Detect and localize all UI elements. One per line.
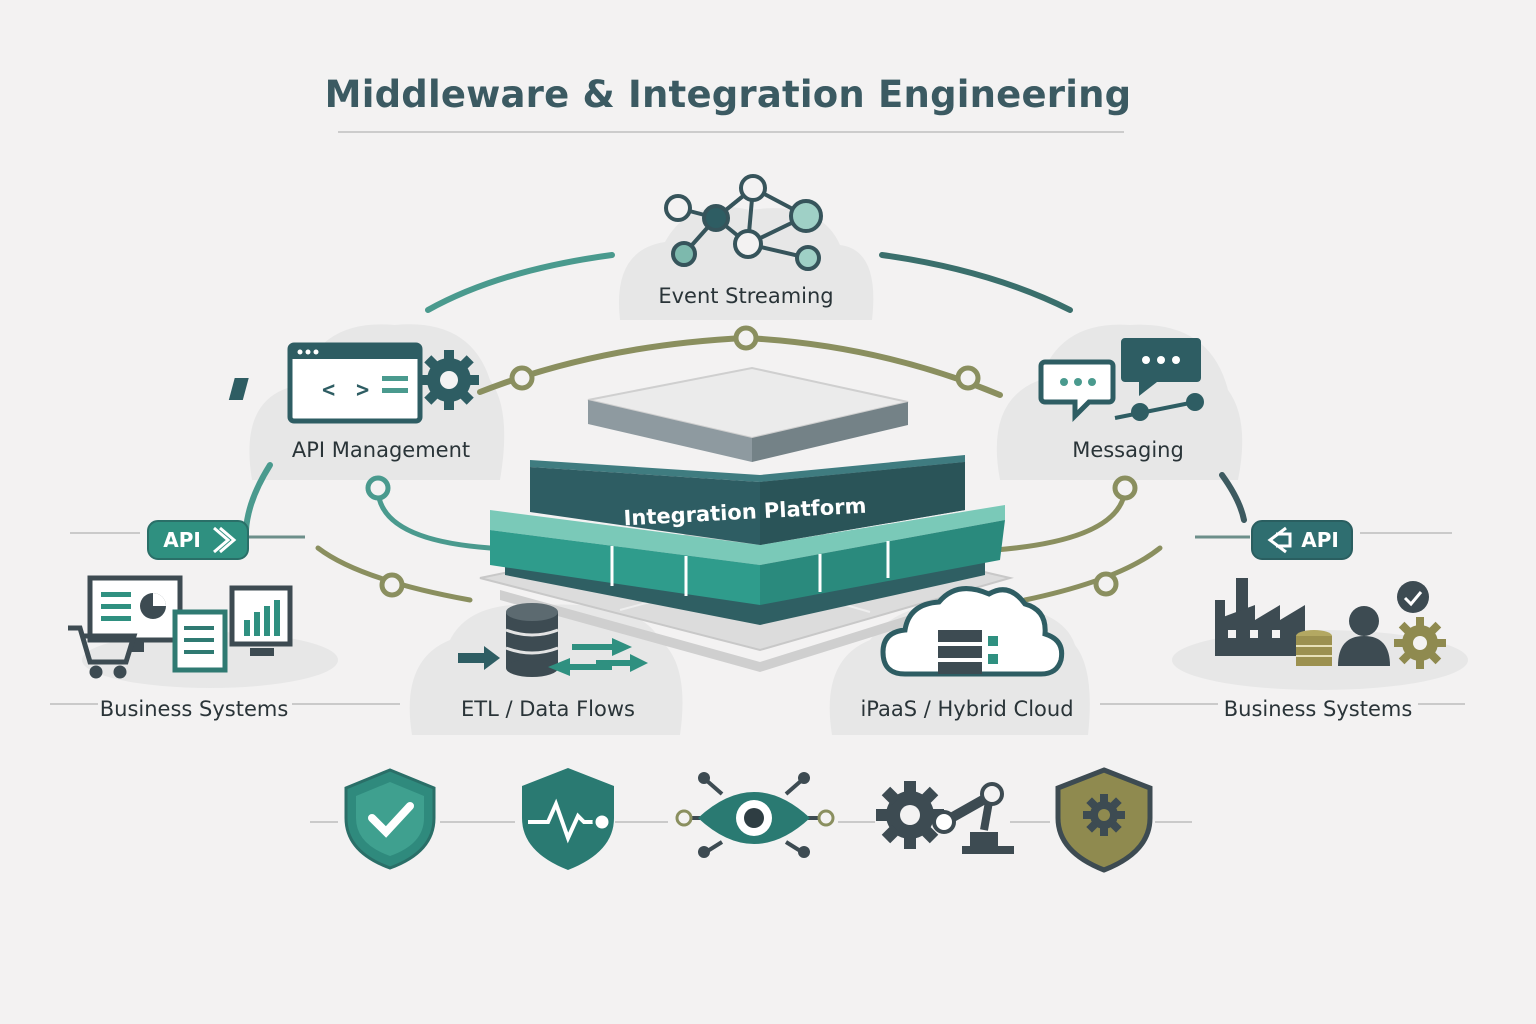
- user-icon: [1338, 606, 1390, 666]
- eye-network-icon: [675, 772, 835, 858]
- rule-lines: [50, 532, 1465, 823]
- messaging-label: Messaging: [1072, 438, 1184, 462]
- svg-text:<: <: [322, 378, 335, 403]
- etl-icon: [458, 603, 648, 677]
- event-streaming-icon: [664, 174, 823, 271]
- check-bubble-icon: [1397, 581, 1429, 613]
- arrow-right-icon: [213, 526, 237, 554]
- api-badge-right-bg: [1251, 520, 1353, 560]
- messaging-icon: [1038, 338, 1204, 423]
- cloud-event-streaming: [618, 206, 874, 320]
- gear-robot-arm-icon: [876, 781, 1014, 854]
- api-management-icon: < >: [228, 342, 479, 424]
- business-systems-left-label: Business Systems: [99, 697, 289, 721]
- shopping-cart-icon: [68, 625, 138, 679]
- svg-text:>: >: [356, 378, 369, 403]
- ipaas-cloud-icon: [880, 586, 1065, 677]
- database-icon: [505, 603, 559, 677]
- api-badge-right: API: [1301, 528, 1339, 552]
- arrow-out-icon: [548, 638, 648, 676]
- platform-main-top: [530, 455, 965, 482]
- api-badge-left: API: [163, 528, 201, 552]
- arrow-left-icon: [1267, 526, 1292, 554]
- inner-ring-nodes: [509, 325, 981, 391]
- event-streaming-label: Event Streaming: [658, 284, 834, 308]
- business-systems-left-icon: [68, 575, 293, 679]
- database-coins-icon: [1296, 630, 1332, 666]
- platform-teal-band-top: [490, 505, 1005, 565]
- ipaas-label: iPaaS / Hybrid Cloud: [860, 697, 1074, 721]
- factory-icon: [1215, 578, 1305, 656]
- business-systems-right-label: Business Systems: [1223, 697, 1413, 721]
- platform-teal-band-front-left: [490, 530, 760, 605]
- shield-gear-icon: [1055, 767, 1153, 873]
- shield-check-icon: [344, 768, 436, 870]
- etl-label: ETL / Data Flows: [461, 697, 635, 721]
- business-systems-right-icon: [1215, 578, 1446, 669]
- platform-bottom-layer: [505, 560, 985, 625]
- page-title: Middleware & Integration Engineering: [324, 73, 1132, 116]
- arrow-in-icon: [458, 646, 500, 670]
- platform-band-seams: [610, 541, 890, 596]
- outer-arc-left: [425, 252, 615, 313]
- integration-platform: [479, 366, 1014, 672]
- outer-arc-right-low: [1219, 472, 1247, 523]
- api-management-label: API Management: [291, 438, 471, 462]
- outer-arc-right: [879, 252, 1073, 313]
- gear-olive-icon: [1394, 617, 1446, 669]
- side-connector-nodes: [365, 475, 1138, 598]
- shield-heartbeat-icon: [522, 768, 614, 870]
- gear-icon: [419, 350, 479, 410]
